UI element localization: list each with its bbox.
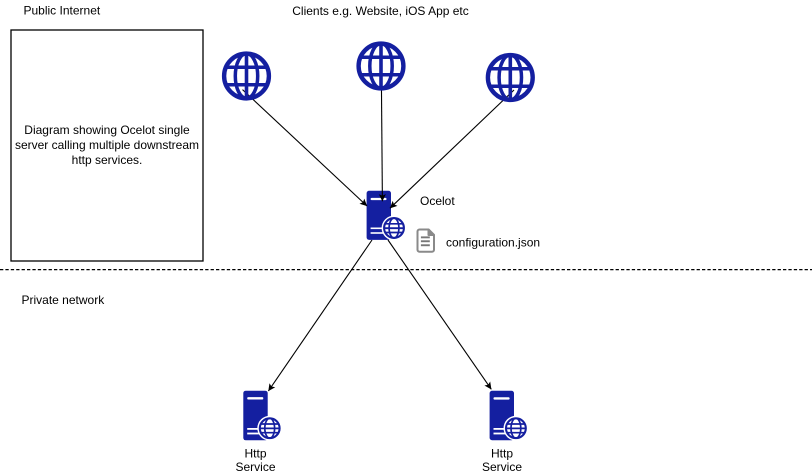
svg-text:Public Internet: Public Internet (24, 4, 101, 18)
svg-text:Ocelot: Ocelot (420, 194, 455, 208)
svg-text:configuration.json: configuration.json (446, 236, 540, 250)
svg-text:Service: Service (482, 460, 522, 474)
svg-text:Private network: Private network (22, 293, 106, 307)
svg-text:Service: Service (235, 460, 275, 474)
svg-text:Http: Http (244, 447, 266, 461)
svg-text:Clients e.g. Website, iOS App: Clients e.g. Website, iOS App etc (292, 4, 469, 18)
svg-text:server calling multiple downst: server calling multiple downstream (15, 138, 199, 152)
svg-text:Diagram showing Ocelot single: Diagram showing Ocelot single (24, 123, 190, 137)
svg-text:http services.: http services. (72, 153, 143, 167)
svg-text:Http: Http (491, 447, 513, 461)
